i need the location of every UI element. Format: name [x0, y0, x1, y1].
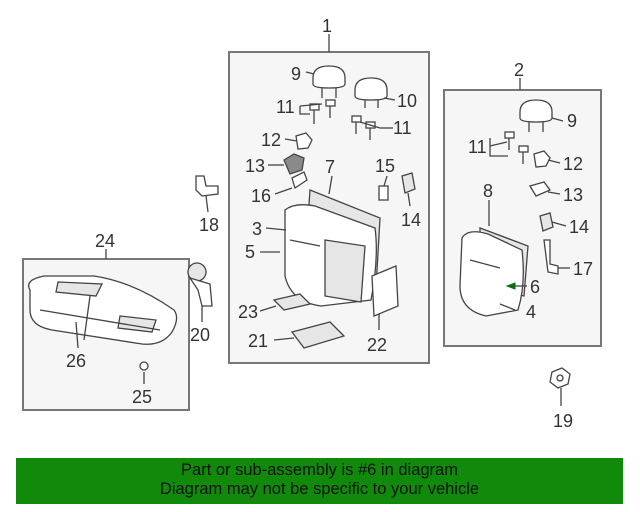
knob-14-right [539, 212, 554, 232]
callout-3: 3 [252, 219, 262, 239]
bracket-18 [195, 175, 219, 197]
panel-22 [371, 265, 399, 317]
callout-23: 23 [238, 302, 258, 322]
callout-21: 21 [248, 331, 268, 351]
callout-16: 16 [251, 186, 271, 206]
hinge-20 [187, 262, 213, 307]
callout-12-right: 12 [563, 154, 583, 174]
headrest-guides-frame2 [504, 131, 529, 164]
callout-22: 22 [367, 335, 387, 355]
clip-25 [139, 361, 149, 371]
callout-2: 2 [514, 60, 524, 80]
callout-5: 5 [245, 242, 255, 262]
headrest-right [354, 77, 388, 108]
callout-8: 8 [483, 181, 493, 201]
callout-6: 6 [530, 277, 540, 297]
callout-4: 4 [526, 302, 536, 322]
headrest-guides-left [309, 99, 336, 124]
callout-15: 15 [375, 156, 395, 176]
callout-17: 17 [573, 259, 593, 279]
seatback-frame-left [284, 189, 381, 307]
banner-line-2: Diagram may not be specific to your vehi… [159, 480, 480, 498]
headrest-left [312, 65, 346, 98]
callout-25: 25 [132, 387, 152, 407]
callout-1: 1 [322, 16, 332, 36]
callout-12-left: 12 [261, 130, 281, 150]
tray-21 [290, 321, 346, 349]
callout-13-left: 13 [245, 156, 265, 176]
pad-23 [272, 293, 312, 311]
clip-12-right [533, 150, 551, 168]
callout-18: 18 [199, 215, 219, 235]
seatback-frame-right [459, 227, 529, 317]
callout-14-left: 14 [401, 210, 421, 230]
latch-15 [378, 185, 389, 201]
callout-20: 20 [190, 325, 210, 345]
cover-13-left [283, 153, 305, 175]
callout-11-b: 11 [393, 118, 412, 138]
callout-7: 7 [325, 157, 335, 177]
bracket-17 [543, 239, 559, 275]
banner-line-1: Part or sub-assembly is #6 in diagram [181, 461, 458, 479]
cover-13-right [529, 181, 552, 197]
callout-10: 10 [397, 91, 417, 111]
callout-14-right: 14 [569, 217, 589, 237]
knob-14-left [401, 172, 416, 194]
callout-26: 26 [66, 351, 86, 371]
seat-cushion [27, 275, 178, 345]
clip-19 [549, 367, 571, 389]
callout-24: 24 [95, 231, 115, 251]
callout-19: 19 [553, 411, 573, 431]
callout-13-right: 13 [563, 185, 583, 205]
info-banner: Part or sub-assembly is #6 in diagram Di… [16, 458, 623, 504]
callout-11-a: 11 [276, 97, 295, 117]
callout-11-c: 11 [468, 137, 487, 157]
callout-9-right: 9 [567, 111, 577, 131]
callout-9-left: 9 [291, 64, 301, 84]
bracket-16 [291, 171, 308, 190]
clip-12-left [295, 132, 313, 150]
